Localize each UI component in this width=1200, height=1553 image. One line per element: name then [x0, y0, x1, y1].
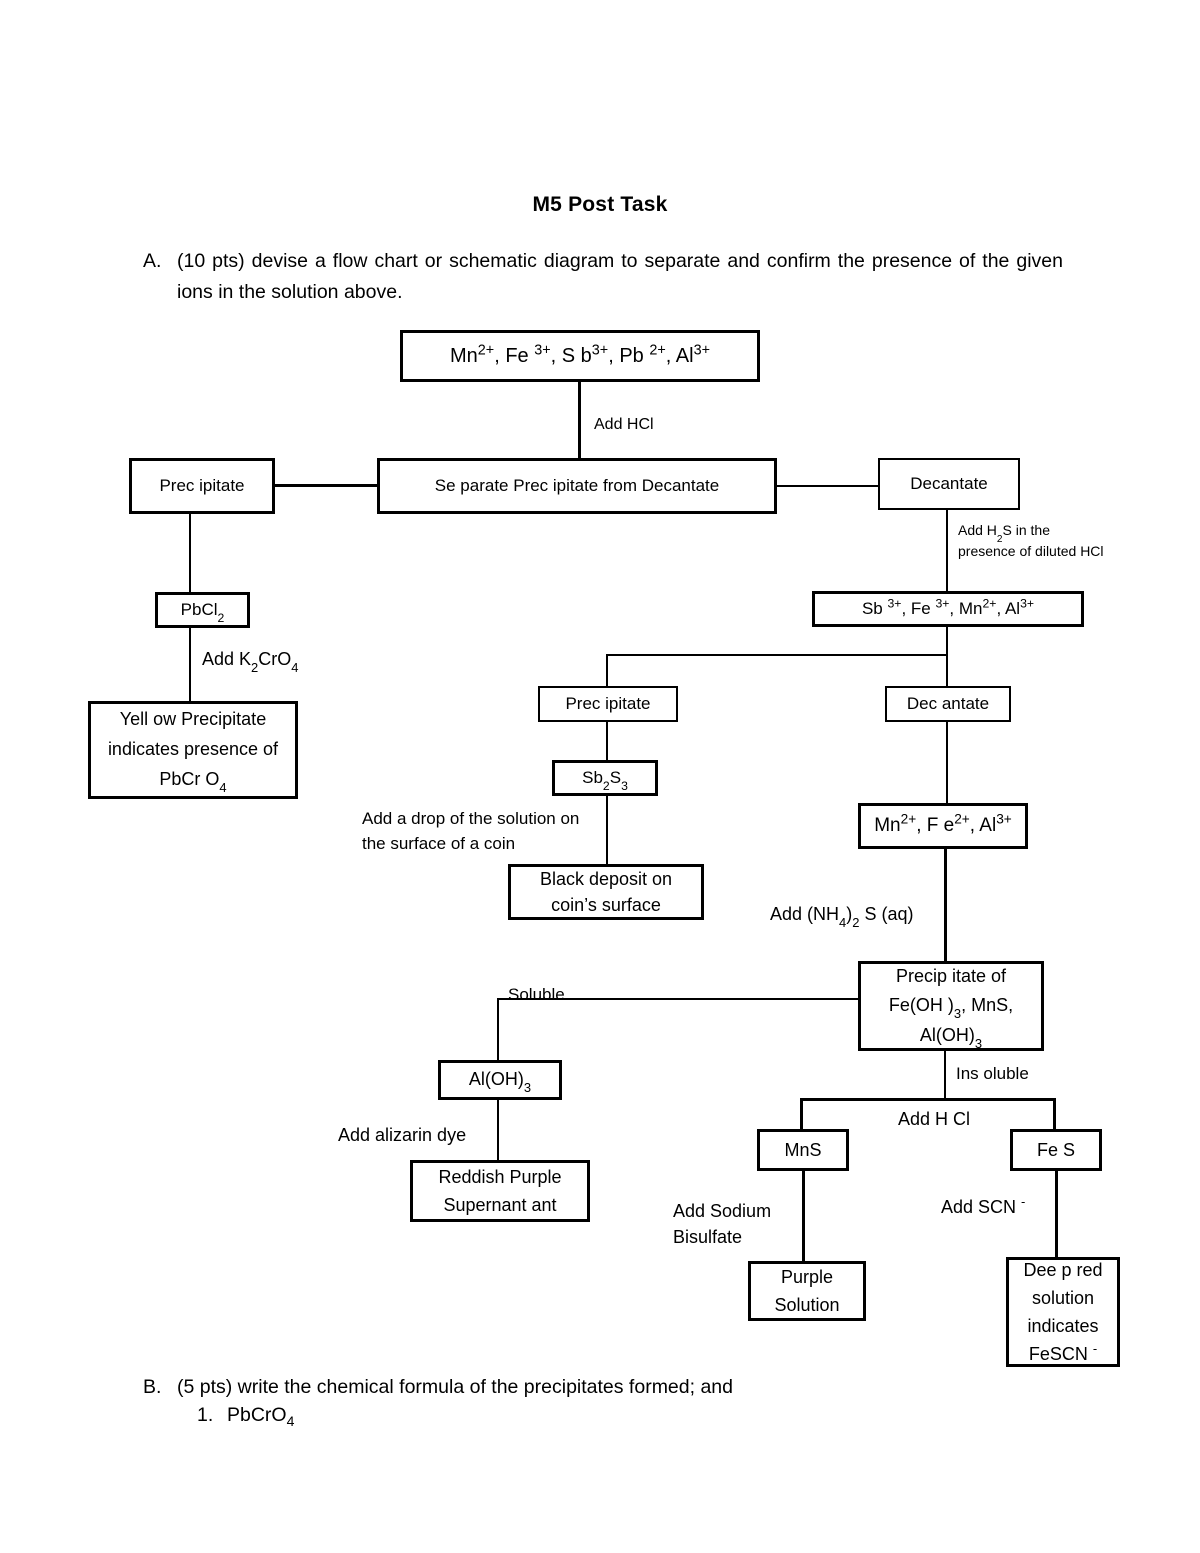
- node-mns: MnS: [757, 1129, 849, 1171]
- question-b: B. (5 pts) write the chemical formula of…: [143, 1372, 1063, 1403]
- edge-add-sodium-bisulfate: Add Sodium Bisulfate: [673, 1201, 772, 1247]
- node-separate-label: Se parate Prec ipitate from Decantate: [434, 476, 720, 495]
- edge-add-k2cro4: Add K2CrO4: [202, 649, 299, 675]
- edge-add-alizarin: Add alizarin dye: [338, 1125, 467, 1145]
- connector-sbbox-horizontal: [606, 654, 948, 656]
- node-purple-solution: Purple Solution: [748, 1261, 866, 1321]
- question-b-item-number: 1.: [197, 1404, 214, 1426]
- node-reddish-purple: Reddish Purple Supernant ant: [410, 1160, 590, 1222]
- node-aloh3: Al(OH)3: [438, 1060, 562, 1100]
- edge-add-nh42s: Add (NH4)2 S (aq): [770, 904, 914, 930]
- node-decantate-2-label: Dec antate: [906, 694, 990, 713]
- node-precipitate-1-label: Prec ipitate: [159, 476, 245, 495]
- node-purple-solution-label: Purple Solution: [774, 1267, 840, 1315]
- connector-mns-to-purple: [802, 1170, 805, 1262]
- node-pbcl2-label: PbCl2: [180, 599, 225, 625]
- question-b-label: B.: [143, 1376, 162, 1398]
- connector-pbcl2-to-yellow: [189, 627, 191, 702]
- question-a: A. (10 pts) devise a flow chart or schem…: [143, 246, 1063, 308]
- node-start-ions-label: Mn2+, Fe 3+, S b3+, Pb 2+, Al3+: [450, 342, 710, 367]
- connector-mnfeal-to-precipitate-of: [944, 848, 947, 962]
- node-deep-red: Dee p red solution indicates FeSCN -: [1006, 1257, 1120, 1367]
- node-mn-fe-al-label: Mn2+, F e2+, Al3+: [874, 811, 1012, 836]
- node-precipitate-2-label: Prec ipitate: [565, 694, 651, 713]
- question-a-label: A.: [143, 250, 162, 272]
- node-precipitate-of: Precip itate of Fe(OH )3, MnS, Al(OH)3: [858, 961, 1044, 1051]
- question-b-text: (5 pts) write the chemical formula of th…: [177, 1376, 733, 1398]
- page-title: M5 Post Task: [532, 193, 668, 216]
- node-mns-label: MnS: [784, 1140, 822, 1160]
- node-sb2s3: Sb2S3: [552, 760, 658, 796]
- node-mn-fe-al: Mn2+, F e2+, Al3+: [858, 803, 1028, 849]
- connector-decantate2-to-mnfeal: [946, 721, 948, 804]
- node-black-deposit-label: Black deposit on coin’s surface: [539, 869, 673, 915]
- connector-precipitate2-to-sb2s3: [606, 721, 608, 761]
- question-a-text: (10 pts) devise a flow chart or schemati…: [177, 250, 1063, 303]
- edge-add-scn: Add SCN -: [941, 1194, 1026, 1217]
- connector-insoluble-split: [800, 1098, 1056, 1101]
- edge-soluble: Soluble: [508, 985, 565, 1004]
- edge-add-drop-coin: Add a drop of the solution on the surfac…: [362, 809, 580, 853]
- connector-decantate1-to-sbbox: [946, 509, 948, 592]
- question-b-item-text: PbCrO4: [227, 1404, 295, 1429]
- connector-separate-to-decantate1: [776, 485, 880, 487]
- connector-to-fes: [1053, 1098, 1056, 1134]
- node-aloh3-label: Al(OH)3: [468, 1069, 532, 1095]
- connector-to-decantate2: [946, 654, 948, 686]
- connector-precipitate1-to-pbcl2: [189, 513, 191, 593]
- edge-add-hcl-top: Add HCl: [594, 416, 654, 433]
- node-fes: Fe S: [1010, 1129, 1102, 1171]
- edge-add-h2s: Add H2S in the presence of diluted HCl: [958, 522, 1104, 559]
- node-decantate-1-label: Decantate: [910, 474, 988, 493]
- connector-aloh3-to-reddish: [497, 1099, 499, 1161]
- node-decantate-1: Decantate: [878, 458, 1020, 510]
- edge-add-hcl-lower: Add H Cl: [898, 1109, 971, 1129]
- connector-sb2s3-to-black: [606, 795, 608, 865]
- connector-soluble: [497, 998, 859, 1000]
- edge-insoluble: Ins oluble: [956, 1064, 1029, 1083]
- connector-to-mns: [800, 1098, 803, 1134]
- node-sb2s3-label: Sb2S3: [582, 767, 628, 793]
- node-fes-label: Fe S: [1036, 1140, 1075, 1160]
- connector-insoluble-down: [944, 1050, 946, 1100]
- node-decantate-2: Dec antate: [885, 686, 1011, 722]
- node-sb-fe-mn-al-label: Sb 3+, Fe 3+, Mn2+, Al3+: [861, 596, 1035, 618]
- node-precipitate-of-label: Precip itate of Fe(OH )3, MnS, Al(OH)3: [888, 965, 1014, 1051]
- connector-soluble-down: [497, 998, 499, 1060]
- node-precipitate-1: Prec ipitate: [129, 458, 275, 514]
- node-separate: Se parate Prec ipitate from Decantate: [377, 458, 777, 514]
- node-yellow-precipitate-label: Yell ow Precipitate indicates presence o…: [107, 709, 279, 795]
- node-yellow-precipitate: Yell ow Precipitate indicates presence o…: [88, 701, 298, 799]
- node-sb-fe-mn-al: Sb 3+, Fe 3+, Mn2+, Al3+: [812, 591, 1084, 627]
- connector-fes-to-deepred: [1055, 1170, 1058, 1258]
- node-pbcl2: PbCl2: [155, 592, 250, 628]
- node-start-ions: Mn2+, Fe 3+, S b3+, Pb 2+, Al3+: [400, 330, 760, 382]
- node-deep-red-label: Dee p red solution indicates FeSCN -: [1023, 1260, 1103, 1364]
- connector-to-precipitate2: [606, 654, 608, 686]
- node-black-deposit: Black deposit on coin’s surface: [508, 864, 704, 920]
- connector-sbbox-down: [946, 626, 948, 656]
- question-b-item-1: 1. PbCrO4: [197, 1404, 295, 1429]
- node-reddish-purple-label: Reddish Purple Supernant ant: [438, 1167, 562, 1215]
- node-precipitate-2: Prec ipitate: [538, 686, 678, 722]
- connector-start-to-separate: [578, 382, 581, 458]
- connector-separate-to-precipitate1: [274, 484, 379, 487]
